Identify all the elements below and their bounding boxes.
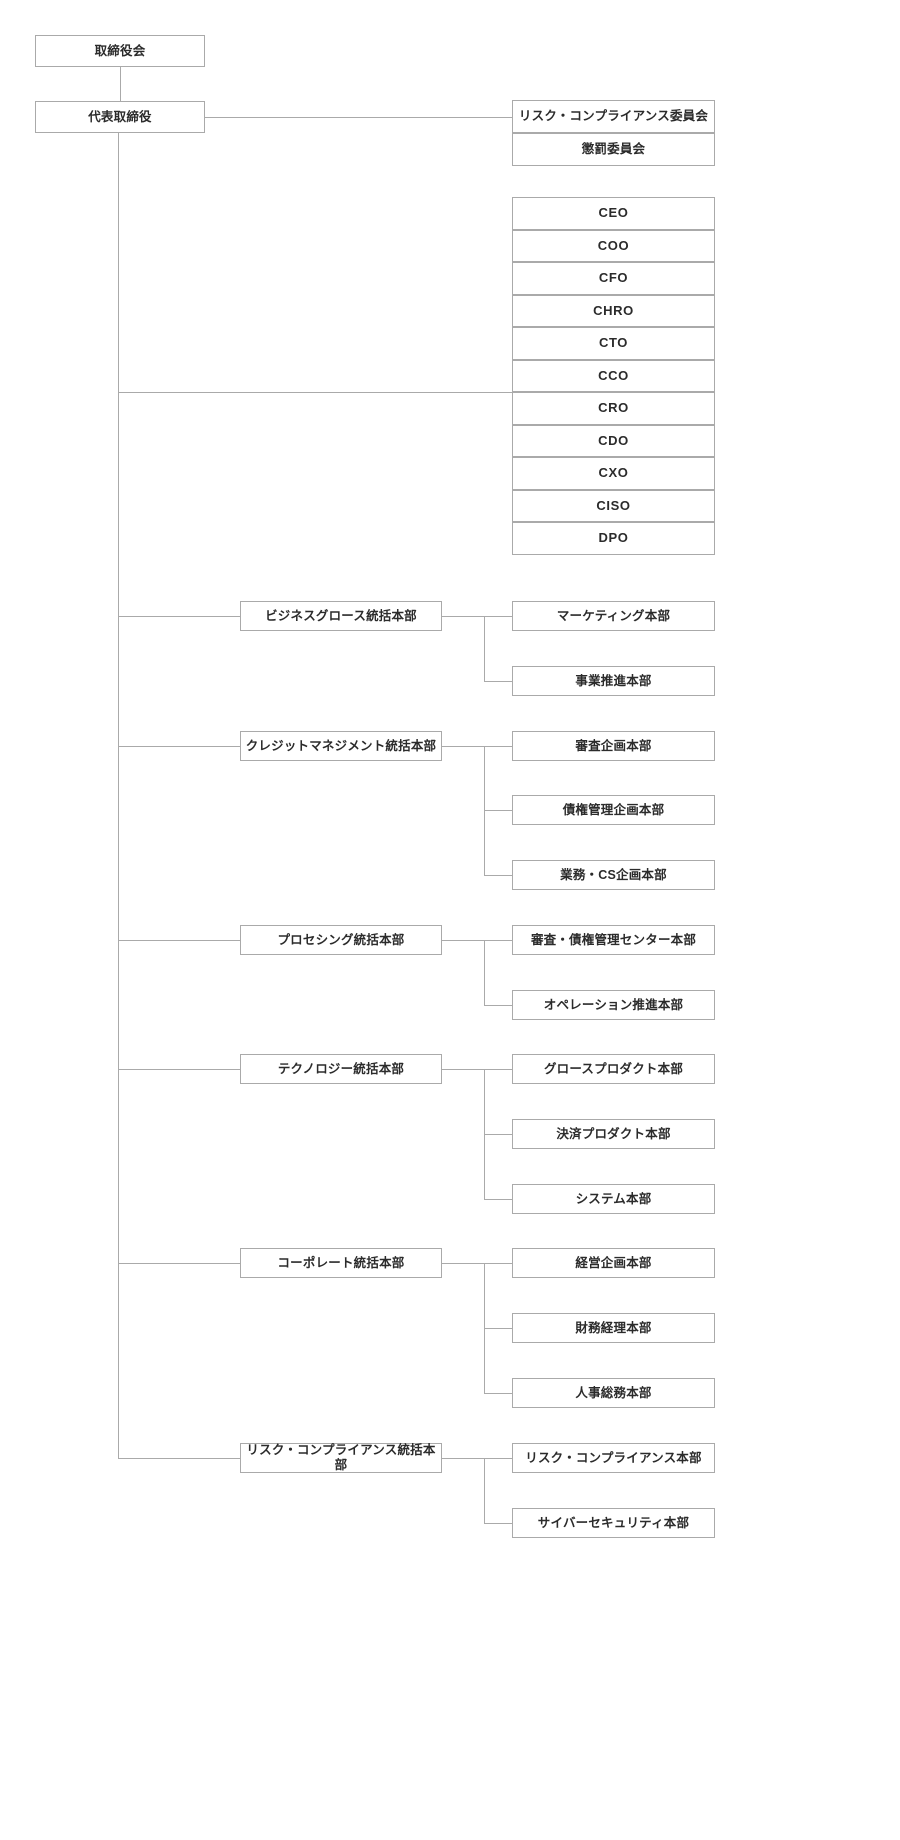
node-officer-coo: COO bbox=[512, 229, 715, 262]
connector-division-6-elbow bbox=[484, 1458, 485, 1523]
connector-spine-to-division-1 bbox=[118, 616, 240, 617]
node-officer-cdo: CDO bbox=[512, 424, 715, 457]
connector-division-3-elbow bbox=[484, 940, 485, 1005]
connector-division-2-stub bbox=[442, 746, 484, 747]
node-department-4-3: システム本部 bbox=[512, 1184, 715, 1214]
connector-spine-to-division-6 bbox=[118, 1458, 240, 1459]
node-division-5: コーポレート統括本部 bbox=[240, 1248, 442, 1278]
connector-department-3-2 bbox=[484, 1005, 512, 1006]
node-department-2-3: 業務・CS企画本部 bbox=[512, 860, 715, 890]
connector-department-5-1 bbox=[484, 1263, 512, 1264]
node-board-of-directors: 取締役会 bbox=[35, 35, 205, 67]
node-department-2-2: 債権管理企画本部 bbox=[512, 795, 715, 825]
connector-department-3-1 bbox=[484, 940, 512, 941]
connector-department-1-1 bbox=[484, 616, 512, 617]
node-department-4-1: グロースプロダクト本部 bbox=[512, 1054, 715, 1084]
connector-spine-to-division-5 bbox=[118, 1263, 240, 1264]
connector-spine-to-officers bbox=[118, 392, 512, 393]
main-vertical-spine bbox=[118, 133, 119, 1458]
node-division-2: クレジットマネジメント統括本部 bbox=[240, 731, 442, 761]
node-officer-dpo: DPO bbox=[512, 522, 715, 555]
connector-division-5-stub bbox=[442, 1263, 484, 1264]
node-division-4: テクノロジー統括本部 bbox=[240, 1054, 442, 1084]
node-officer-cto: CTO bbox=[512, 327, 715, 360]
connector-department-6-1 bbox=[484, 1458, 512, 1459]
node-officer-cro: CRO bbox=[512, 392, 715, 425]
connector-department-4-3 bbox=[484, 1199, 512, 1200]
node-officer-cco: CCO bbox=[512, 359, 715, 392]
connector-division-4-stub bbox=[442, 1069, 484, 1070]
node-division-1: ビジネスグロース統括本部 bbox=[240, 601, 442, 631]
node-officer-cxo: CXO bbox=[512, 457, 715, 490]
connector-department-2-3 bbox=[484, 875, 512, 876]
connector-division-6-stub bbox=[442, 1458, 484, 1459]
node-committee-1: リスク・コンプライアンス委員会 bbox=[512, 100, 715, 133]
node-department-1-1: マーケティング本部 bbox=[512, 601, 715, 631]
node-department-5-3: 人事総務本部 bbox=[512, 1378, 715, 1408]
node-department-2-1: 審査企画本部 bbox=[512, 731, 715, 761]
connector-division-1-elbow bbox=[484, 616, 485, 681]
node-division-3: プロセシング統括本部 bbox=[240, 925, 442, 955]
node-officer-ceo: CEO bbox=[512, 197, 715, 230]
node-officer-ciso: CISO bbox=[512, 489, 715, 522]
connector-spine-to-division-3 bbox=[118, 940, 240, 941]
node-committee-2: 懲罰委員会 bbox=[512, 133, 715, 166]
connector-department-5-3 bbox=[484, 1393, 512, 1394]
connector-department-5-2 bbox=[484, 1328, 512, 1329]
connector-department-2-2 bbox=[484, 810, 512, 811]
node-officer-chro: CHRO bbox=[512, 294, 715, 327]
connector-department-2-1 bbox=[484, 746, 512, 747]
connector-department-4-2 bbox=[484, 1134, 512, 1135]
node-department-5-2: 財務経理本部 bbox=[512, 1313, 715, 1343]
connector-spine-to-division-4 bbox=[118, 1069, 240, 1070]
connector-division-3-stub bbox=[442, 940, 484, 941]
node-department-3-2: オペレーション推進本部 bbox=[512, 990, 715, 1020]
node-department-4-2: 決済プロダクト本部 bbox=[512, 1119, 715, 1149]
connector-department-1-2 bbox=[484, 681, 512, 682]
connector-division-1-stub bbox=[442, 616, 484, 617]
node-department-6-1: リスク・コンプライアンス本部 bbox=[512, 1443, 715, 1473]
connector-representative-to-committees bbox=[205, 117, 512, 118]
node-officer-cfo: CFO bbox=[512, 262, 715, 295]
node-department-6-2: サイバーセキュリティ本部 bbox=[512, 1508, 715, 1538]
connector-department-6-2 bbox=[484, 1523, 512, 1524]
node-department-1-2: 事業推進本部 bbox=[512, 666, 715, 696]
node-department-3-1: 審査・債権管理センター本部 bbox=[512, 925, 715, 955]
connector-spine-to-division-2 bbox=[118, 746, 240, 747]
connector-department-4-1 bbox=[484, 1069, 512, 1070]
connector-board-to-representative bbox=[120, 67, 121, 101]
node-department-5-1: 経営企画本部 bbox=[512, 1248, 715, 1278]
node-division-6: リスク・コンプライアンス統括本部 bbox=[240, 1443, 442, 1473]
node-representative-director: 代表取締役 bbox=[35, 101, 205, 133]
